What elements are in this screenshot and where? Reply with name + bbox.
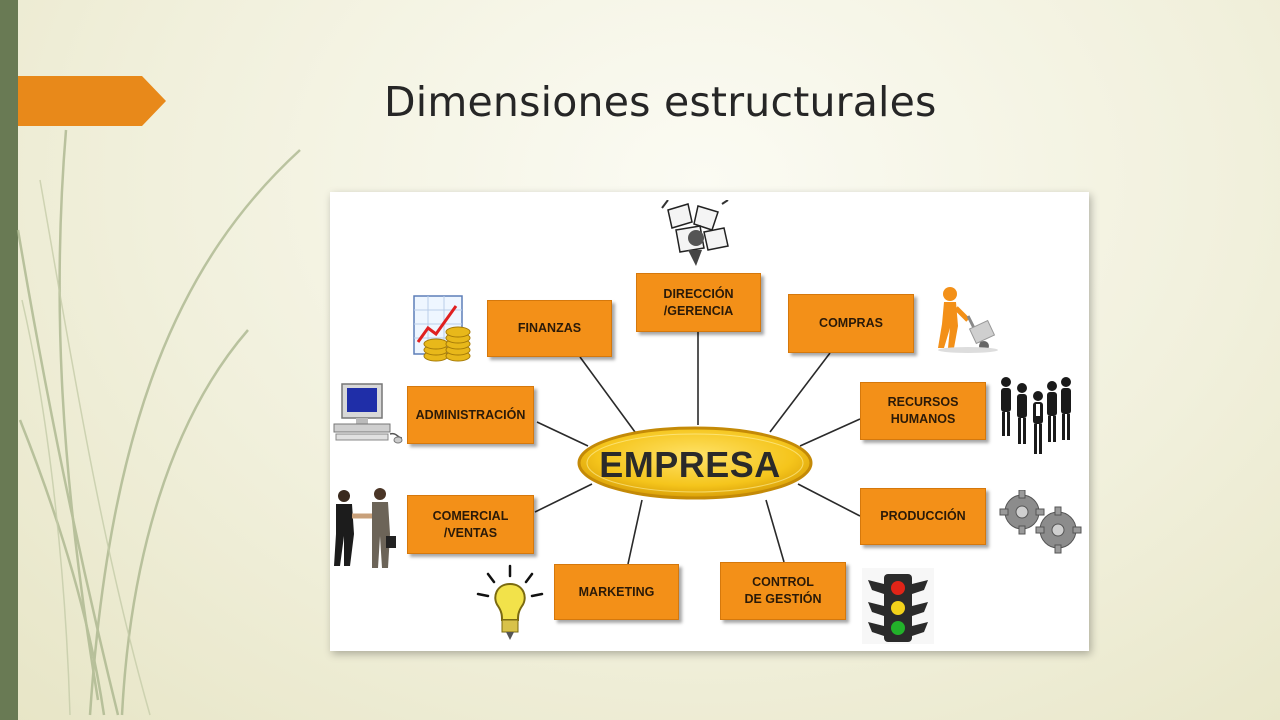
connector-produccion [797,483,861,517]
dept-produccion: PRODUCCIÓN [860,488,986,545]
dept-direccion: DIRECCIÓN /GERENCIA [636,273,761,332]
person-handtruck-icon [938,287,998,353]
title-tab-shape [18,76,166,126]
lightbulb-icon [476,564,544,640]
finance-chart-coins-icon [413,295,471,362]
dept-compras: COMPRAS [788,294,914,353]
dept-finanzas: FINANZAS [487,300,612,357]
connector-recursos [799,418,861,447]
connector-comercial [534,483,593,513]
dept-administracion: ADMINISTRACIÓN [407,386,534,444]
connector-compras [769,352,831,433]
dept-recursos: RECURSOS HUMANOS [860,382,986,440]
hub-label: EMPRESA [599,444,781,485]
diagram-connectors [534,332,861,565]
traffic-light-icon [862,568,934,644]
slide-title: Dimensiones estructurales [384,78,937,126]
computer-icon [333,383,403,444]
side-accent-bar [0,0,18,720]
handshake-icon [334,488,396,568]
people-group-icon [1001,377,1071,454]
dept-marketing: MARKETING [554,564,679,620]
dept-control: CONTROL DE GESTIÓN [720,562,846,620]
gears-icon [999,490,1082,554]
connector-control [765,499,785,563]
connector-finanzas [579,356,636,433]
dept-comercial: COMERCIAL /VENTAS [407,495,534,554]
org-diagram: EMPRESA FINANZAS DIRECCIÓN /GERENCIA COM… [330,192,1089,651]
connector-administracion [536,421,589,447]
decorative-leaves [16,129,301,716]
papers-director-icon [661,200,729,266]
connector-marketing [627,499,643,565]
hub-ellipse [577,426,813,500]
